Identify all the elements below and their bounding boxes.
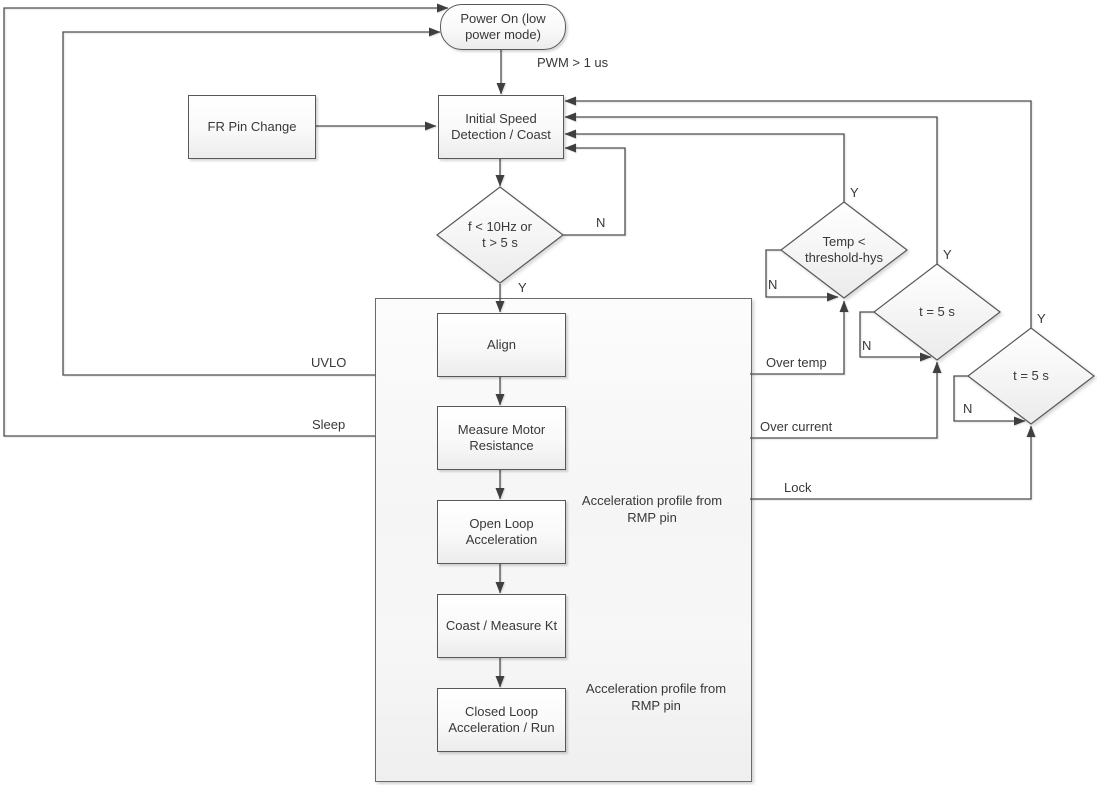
label-pwm-condition: PWM > 1 us xyxy=(537,55,609,70)
edge-uvlo-return xyxy=(62,27,441,376)
node-align: Align xyxy=(437,313,566,377)
diamond-lock-timer-2-shape xyxy=(967,327,1095,425)
label-over-temp: Over temp xyxy=(766,355,827,370)
node-measure-motor-resistance: Measure Motor Resistance xyxy=(437,406,566,470)
label-freq-yes: Y xyxy=(518,280,527,295)
edge-tempcheck-no-loop xyxy=(765,249,839,302)
edge-overtemp-to-tempcheck xyxy=(750,300,849,375)
node-initial-speed-detection: Initial Speed Detection / Coast xyxy=(438,95,564,159)
edge-tempcheck-yes-return xyxy=(564,129,845,202)
label-sleep: Sleep xyxy=(312,417,346,432)
edge-timer2-yes-return xyxy=(564,96,1032,328)
edge-lock-to-timer2 xyxy=(750,425,1036,500)
label-timer1-yes: Y xyxy=(943,247,952,262)
label-timer2-no: N xyxy=(963,401,973,416)
annotation-accel-profile-closed-loop: Acceleration profile from RMP pin xyxy=(585,681,727,713)
edge-overcurrent-to-timer1 xyxy=(750,361,942,439)
label-over-current: Over current xyxy=(760,419,833,434)
diamond-freq-check-shape xyxy=(436,186,564,284)
diamond-lock-timer-1-shape xyxy=(873,263,1001,361)
edge-timer2-no-loop xyxy=(953,375,1026,426)
node-open-loop-acceleration: Open Loop Acceleration xyxy=(437,500,566,564)
label-uvlo: UVLO xyxy=(311,355,347,370)
label-timer1-no: N xyxy=(862,338,872,353)
edge-timer1-yes-return xyxy=(564,112,938,264)
edge-sleep-return xyxy=(3,3,449,437)
node-lock-timer-2: t = 5 s xyxy=(1013,367,1049,383)
node-fr-pin-change: FR Pin Change xyxy=(188,95,316,159)
node-lock-timer-1: t = 5 s xyxy=(919,303,955,319)
diamond-temp-check-shape xyxy=(780,201,908,299)
label-freq-no: N xyxy=(596,215,606,230)
node-temp-check: Temp < threshold-hys xyxy=(804,233,884,265)
edge-freq-no-loop xyxy=(563,143,626,236)
label-lock: Lock xyxy=(784,480,812,495)
label-temp-yes: Y xyxy=(850,185,859,200)
label-temp-no: N xyxy=(768,277,778,292)
label-timer2-yes: Y xyxy=(1037,311,1046,326)
node-coast-measure-kt: Coast / Measure Kt xyxy=(437,594,566,658)
annotation-accel-profile-open-loop: Acceleration profile from RMP pin xyxy=(581,493,723,525)
node-closed-loop-acceleration-run: Closed Loop Acceleration / Run xyxy=(437,688,566,752)
node-power-on: Power On (low power mode) xyxy=(440,4,566,50)
node-freq-check: f < 10Hz or t > 5 s xyxy=(468,218,532,250)
edge-timer1-no-loop xyxy=(859,311,932,362)
